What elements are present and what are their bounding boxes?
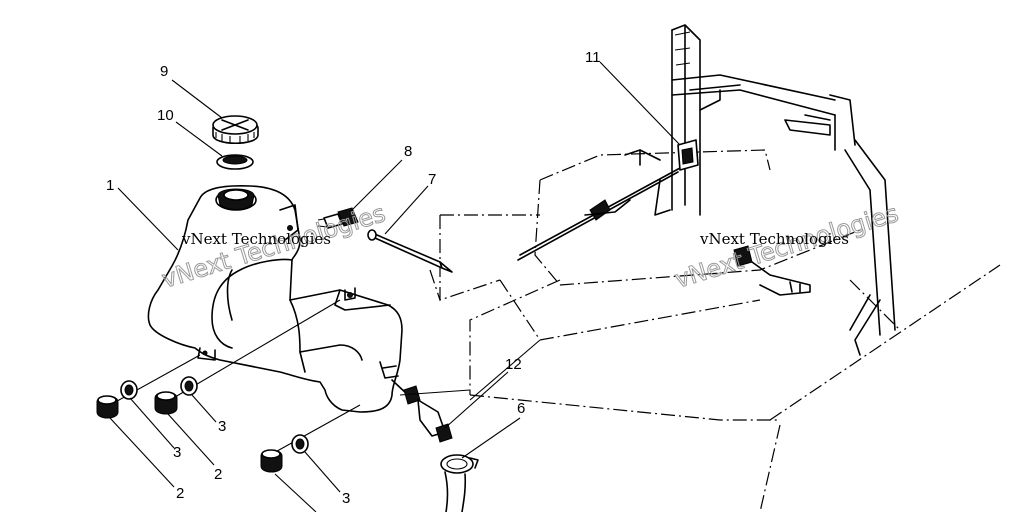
fuel-valve-bracket bbox=[733, 245, 811, 296]
callout-1: 1 bbox=[106, 177, 114, 194]
fuel-tank bbox=[147, 185, 403, 413]
callout-2: 2 bbox=[176, 485, 184, 502]
nut bbox=[96, 395, 119, 419]
callout-12: 12 bbox=[505, 356, 522, 373]
fuel-fitting bbox=[317, 207, 359, 229]
callout-2: 2 bbox=[214, 466, 222, 483]
callout-11: 11 bbox=[585, 49, 601, 66]
nut bbox=[154, 391, 178, 415]
seat-frame bbox=[671, 24, 896, 356]
callout-6: 6 bbox=[517, 400, 525, 417]
callout-8: 8 bbox=[404, 143, 412, 160]
leader-lines bbox=[109, 61, 681, 512]
callout-10: 10 bbox=[157, 107, 174, 124]
hose-clamp bbox=[440, 454, 479, 474]
washer bbox=[180, 376, 198, 396]
callout-3: 3 bbox=[173, 444, 181, 461]
callout-7: 7 bbox=[428, 171, 436, 188]
watermark-small-left: vNext Technologies bbox=[181, 230, 331, 248]
callout-9: 9 bbox=[160, 63, 168, 80]
callout-labels: 9 10 1 8 7 11 12 6 3 3 2 2 3 bbox=[106, 49, 601, 507]
fuel-hose bbox=[444, 471, 467, 512]
vehicle-frame-outline bbox=[429, 149, 1001, 512]
callout-3: 3 bbox=[218, 418, 226, 435]
fuel-line bbox=[517, 149, 681, 261]
watermark-small-right: vNext Technologies bbox=[699, 230, 849, 248]
outlet-fitting bbox=[391, 379, 453, 443]
nut bbox=[260, 449, 283, 473]
pickup-tube bbox=[367, 229, 453, 273]
washer bbox=[120, 380, 138, 400]
bulkhead-fitting bbox=[677, 139, 699, 171]
fuel-cap bbox=[212, 115, 259, 144]
callout-3: 3 bbox=[342, 490, 350, 507]
washer bbox=[291, 434, 309, 454]
cap-gasket bbox=[216, 154, 254, 170]
